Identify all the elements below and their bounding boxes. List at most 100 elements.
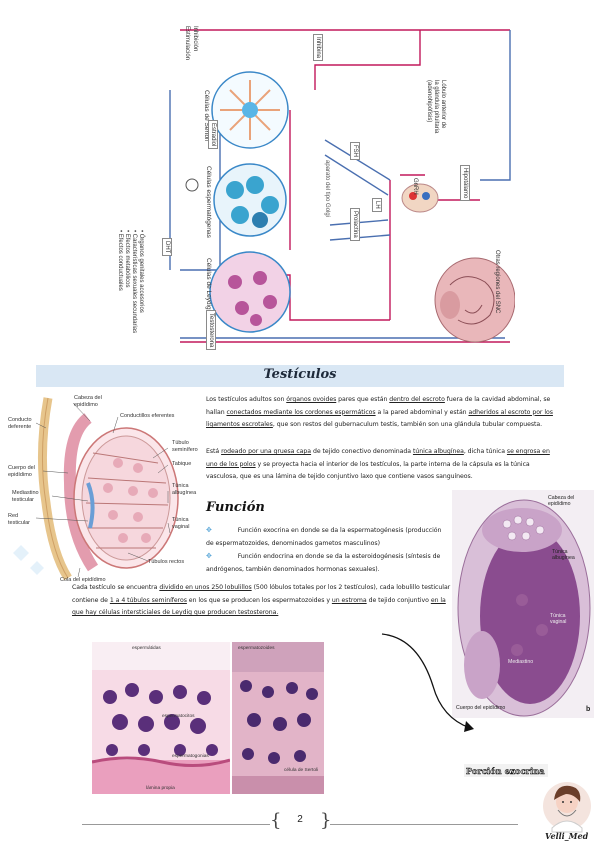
text-underline: órganos ovoides: [286, 396, 337, 403]
text-underline: un estroma: [331, 596, 367, 604]
histo-label-vaginal-1: Túnica: [550, 613, 566, 619]
label-red-1: Red: [8, 513, 19, 519]
micro-label-espermatidas: espermátidas: [132, 646, 161, 651]
label-dht: DHT: [162, 238, 172, 257]
label-tunica-vag-1: Túnica: [172, 517, 189, 523]
text-span: de tejido conjuntivo: [366, 596, 431, 604]
seminiferous-tubule-diagram: espermátidas espermatocitos espermatogon…: [91, 642, 231, 794]
label-otros-snc: Otras regiones del SNC: [494, 250, 500, 314]
label-conducto-deferente-2: deferente: [8, 424, 32, 430]
text-underline: rodeado por una gruesa capa: [221, 448, 312, 455]
text-span: Función endocrina en donde se da la este…: [206, 553, 441, 573]
label-gnrh: GnRH: [412, 178, 418, 195]
label-conducto-deferente-1: Conducto: [8, 417, 32, 423]
label-testosterona: Testosterona: [206, 310, 216, 351]
text-span: Está: [206, 448, 222, 455]
text-underline: se engrosa en uno de los polos: [206, 448, 550, 468]
label-cabeza-epididimo-2: epidídimo: [74, 402, 98, 408]
text-span: , dicha túnica: [463, 448, 507, 455]
label-tubulo-2: seminífero: [172, 447, 198, 453]
section-heading-funcion: Función: [206, 500, 265, 515]
portion-label-background: [464, 764, 548, 777]
histo-label-cuerpo: Cuerpo del epidídimo: [456, 705, 506, 711]
footer-divider-left: [82, 824, 270, 825]
label-prolactina: Prolactina: [350, 208, 360, 241]
histo-label-albuginea-1: Túnica: [552, 549, 568, 555]
text-span: , que son restos del gubernaculum testis…: [272, 421, 543, 428]
text-span: Función exocrina en donde se da la esper…: [206, 527, 442, 547]
text-span: a la pared abdominal y están: [375, 408, 469, 416]
text-span: Los testículos adultos son: [206, 396, 287, 403]
left-brace-icon: {: [270, 810, 282, 831]
label-mediastino-2: testicular: [12, 497, 35, 503]
bullet-exocrine: ✥ Función exocrina en donde se da la esp…: [206, 524, 450, 550]
testis-graphic: [13, 397, 179, 581]
label-hipotalamo: Hipotálamo: [460, 165, 470, 202]
legend-estimulacion: Estimulación: [184, 26, 190, 61]
label-red-2: testicular: [8, 520, 31, 526]
diamond-bullet-icon: ✥: [206, 526, 212, 534]
label-lobulo-2: la glándula pituitaria: [433, 80, 439, 134]
text-underline: 1 a 4 túbulos seminíferos: [109, 596, 187, 604]
effect-1: • Órganos genitales accesorios: [138, 230, 144, 313]
histo-label-vaginal-2: vaginal: [550, 619, 567, 625]
title-banner: Testículos: [36, 365, 564, 387]
label-lobulo-3: (adenohipófisis): [426, 80, 432, 123]
histo-label-albuginea-2: albugínea: [552, 555, 575, 561]
paragraph-intro: Los testículos adultos son órganos ovoid…: [206, 394, 562, 432]
seminiferous-micrograph: espermatozoides célula de Sertoli: [232, 642, 324, 794]
text-underline: dividido en unos 250 lobulillos: [159, 584, 252, 591]
caption-porcion-exocrina: Porción exocrina: [466, 766, 545, 777]
hormone-diagram-graphic: [169, 29, 516, 343]
hormone-regulation-diagram: Inhibición Estimulación Células de Serto…: [117, 20, 516, 351]
label-tabique: Tabique: [172, 461, 192, 467]
right-brace-icon: }: [320, 810, 332, 831]
label-lh: LH: [372, 198, 382, 212]
page-title: Testículos: [263, 367, 337, 382]
micro-label-lamina: lámina propia: [146, 786, 175, 791]
label-tunica-vag-2: vaginal: [172, 524, 190, 530]
label-tunica-alb-2: albugínea: [172, 490, 197, 496]
histo-label-b: b: [586, 706, 591, 713]
label-tubulo-1: Túbulo: [172, 440, 189, 446]
micro-label-sertoli: célula de Sertoli: [284, 768, 319, 773]
text-underline: conectados mediante los cordones espermá…: [226, 408, 376, 416]
label-lobulo-1: Lóbulo anterior de: [440, 80, 446, 129]
paragraph-tunica: Está rodeado por una gruesa capa de teji…: [206, 446, 562, 484]
label-leydig: Células de Leydig: [205, 258, 212, 310]
text-span: pares que están: [336, 396, 390, 403]
micro-label-espermatozoides: espermatozoides: [238, 646, 275, 651]
label-tunica-alb-1: Túnica: [172, 483, 189, 489]
diamond-bullet-icon: ✥: [206, 552, 212, 560]
histo-label-cabeza-1: Cabeza del: [548, 495, 575, 501]
histology-graphic: [452, 490, 594, 718]
histo-label-cabeza-2: epidídimo: [548, 501, 571, 507]
effect-4: • Efectos conductuales: [117, 230, 123, 291]
text-span: (500 lóbulos totales por los 2 testículo…: [72, 584, 451, 604]
effect-3: • Efectos metabólicos: [124, 230, 130, 288]
label-golgi: aparato del tipo Golgi: [324, 160, 330, 218]
label-estradiol: Estradiol: [208, 120, 218, 150]
text-underline: túnica albugínea: [412, 448, 464, 455]
brand-avatar-icon: [543, 782, 591, 833]
histo-label-mediastino: Mediastino: [508, 659, 534, 665]
testis-anatomy-diagram: Cabeza del epidídimo Conductillos eferen…: [8, 393, 203, 585]
label-cabeza-epididimo-1: Cabeza del: [74, 395, 102, 401]
seminiferous-graphic: [91, 642, 231, 794]
text-span: en los que se producen los espermatozoid…: [186, 596, 332, 604]
label-cuerpo-2: epidídimo: [8, 472, 32, 478]
label-tubulos-rectos: Túbulos rectos: [148, 559, 185, 565]
testis-histology-image: Cabeza del epidídimo Túnica albugínea Tú…: [452, 490, 594, 718]
text-span: Cada testículo se encuentra: [72, 584, 160, 591]
label-espermatogenas: Células espermatógenas: [205, 166, 212, 238]
text-underline: adheridos al escroto por los ligamentos …: [206, 408, 553, 429]
effect-2: • Características sexuales secundarias: [131, 230, 137, 334]
label-fsh: FSH: [350, 142, 360, 160]
legend-inhibicion: Inhibición: [192, 26, 198, 52]
text-span: de tejido conectivo denominada: [311, 448, 413, 455]
text-underline: dentro del escroto: [389, 396, 445, 403]
micro-label-espermatocitos: espermatocitos: [162, 714, 195, 719]
label-cola: Cola del epidídimo: [60, 577, 106, 583]
brand-name: Velli_Med: [545, 831, 589, 841]
page-number: 2: [297, 814, 303, 825]
